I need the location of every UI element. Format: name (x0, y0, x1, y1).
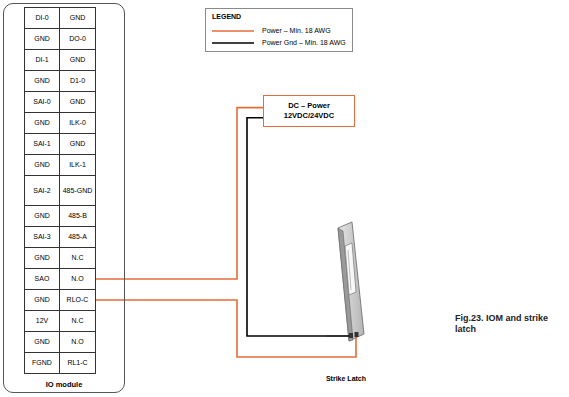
pin-name: GND (34, 212, 50, 220)
terminal-pin: DI-0 (24, 7, 60, 29)
legend-line-sample (212, 28, 256, 34)
pin-name: 485-A (68, 233, 87, 241)
pin-name: SAI-1 (33, 140, 51, 148)
pin-name: DI-1 (35, 56, 48, 64)
pin-name: GND (34, 254, 50, 262)
pin-name: RL1-C (67, 359, 87, 367)
terminal-pin: N.O (59, 268, 96, 290)
terminal-pin: 12V (24, 310, 60, 332)
latch-terminal (349, 333, 353, 338)
pin-name: RLO-C (67, 296, 89, 304)
io-module: IO moduleDI-0GNDGNDDO-0DI-1GNDGNDD1-0SAI… (3, 3, 125, 393)
latch-label: Strike Latch (296, 375, 396, 382)
terminal-pin: N.O (59, 331, 96, 353)
terminal-pin: GND (24, 331, 60, 353)
terminal-pin: DI-1 (24, 49, 60, 71)
terminal-pin: GND (24, 289, 60, 311)
pin-name: GND (34, 35, 50, 43)
terminal-pin: N.C (59, 310, 96, 332)
pin-name: GND (34, 119, 50, 127)
terminal-pin: SAI-1 (24, 133, 60, 155)
terminal-pin: GND (24, 70, 60, 92)
ground-wire (247, 118, 326, 336)
pin-name: SAI-0 (33, 98, 51, 106)
pin-name: DO-0 (69, 35, 86, 43)
pin-name: GND (34, 161, 50, 169)
terminal-pin: 485-B (59, 205, 96, 227)
power-supply-box: DC – Power 12VDC/24VDC (263, 95, 355, 127)
pin-name: 485-B (68, 212, 87, 220)
latch-slot (345, 243, 356, 295)
pin-name: GND (34, 77, 50, 85)
power-label: DC – Power 12VDC/24VDC (284, 101, 334, 120)
terminal-pin: DO-0 (59, 28, 96, 50)
legend-line-sample (212, 40, 256, 46)
terminal-pin: GND (59, 133, 96, 155)
pin-name: GND (70, 98, 86, 106)
pin-name: N.C (71, 317, 83, 325)
terminal-pin: SAI-0 (24, 91, 60, 113)
latch-slot-edge (348, 250, 351, 290)
legend-text: Power – Min. 18 AWG (262, 26, 331, 36)
terminal-pin: 485-GND (59, 175, 96, 206)
terminal-pin: ILK-1 (59, 154, 96, 176)
pin-name: N.C (71, 254, 83, 262)
terminal-pin: GND (24, 205, 60, 227)
strike-latch: Strike Latch (326, 222, 366, 344)
terminal-pin: GND (59, 49, 96, 71)
terminal-pin: SAI-2 (24, 175, 60, 206)
pin-name: SAI-3 (33, 233, 51, 241)
terminal-pin: GND (24, 154, 60, 176)
pin-name: N.O (71, 338, 83, 346)
terminal-pin: D1-0 (59, 70, 96, 92)
pin-name: GND (34, 338, 50, 346)
terminal-pin: GND (24, 28, 60, 50)
pin-name: DI-0 (35, 14, 48, 22)
terminal-pin: RL1-C (59, 352, 96, 374)
terminal-pin: GND (24, 112, 60, 134)
power-wire (96, 300, 356, 357)
latch-terminal (355, 332, 359, 337)
legend-title: LEGEND (212, 13, 241, 20)
legend-box: LEGEND Power – Min. 18 AWG Power Gnd – M… (205, 8, 353, 52)
pin-name: N.O (71, 275, 83, 283)
pin-name: GND (70, 56, 86, 64)
terminal-pin: GND (59, 7, 96, 29)
terminal-pin: N.C (59, 247, 96, 269)
latch-body (338, 222, 364, 341)
pin-name: ILK-0 (69, 119, 86, 127)
pin-name: 485-GND (63, 187, 93, 195)
pin-name: GND (70, 140, 86, 148)
power-wire (96, 108, 263, 279)
pin-name: 12V (36, 317, 48, 325)
terminal-pin: RLO-C (59, 289, 96, 311)
pin-name: GND (70, 14, 86, 22)
pin-name: GND (34, 296, 50, 304)
pin-name: FGND (32, 359, 52, 367)
terminal-pin: SAI-3 (24, 226, 60, 248)
terminal-pin: GND (59, 91, 96, 113)
power-stub (355, 337, 357, 344)
pin-name: D1-0 (70, 77, 85, 85)
pin-name: SAO (35, 275, 50, 283)
terminal-pin: ILK-0 (59, 112, 96, 134)
legend-text: Power Gnd – Min. 18 AWG (262, 38, 346, 48)
figure-caption: Fig.23. IOM and strike latch (455, 313, 563, 336)
ground-stub (326, 335, 351, 337)
module-label: IO module (4, 380, 124, 389)
pin-name: ILK-1 (69, 161, 86, 169)
pin-name: SAI-2 (33, 187, 51, 195)
terminal-pin: SAO (24, 268, 60, 290)
terminal-pin: 485-A (59, 226, 96, 248)
terminal-pin: FGND (24, 352, 60, 374)
terminal-pin: GND (24, 247, 60, 269)
